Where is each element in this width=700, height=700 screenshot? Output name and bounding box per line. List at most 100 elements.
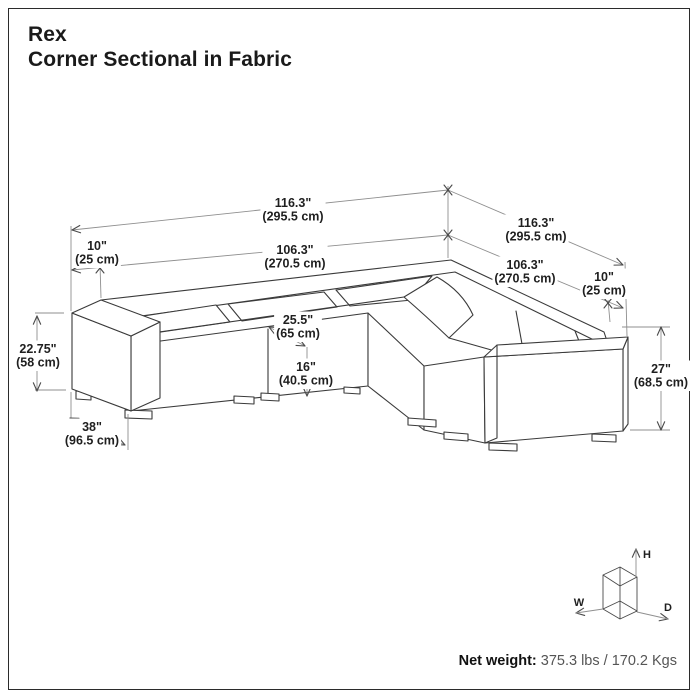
dimension-label-arm-height: 22.75"(58 cm) xyxy=(14,340,62,371)
extension-line xyxy=(99,263,102,299)
mark-stroke xyxy=(616,257,624,266)
seat-junction-right xyxy=(448,337,496,352)
label-backing xyxy=(14,340,62,371)
mark-stroke xyxy=(71,229,82,234)
corner-cushion xyxy=(403,276,474,339)
dimension-value-cm: (68.5 cm) xyxy=(634,376,688,390)
dimension-value-inches: 116.3" xyxy=(518,216,555,230)
width-axis-label: W xyxy=(574,597,585,609)
mark-stroke xyxy=(36,382,42,392)
depth-axis-label: D xyxy=(664,602,672,614)
right-arm-front-face xyxy=(483,348,624,444)
dimension-labels: 116.3"(295.5 cm)116.3"(295.5 cm)10"(25 c… xyxy=(14,194,691,449)
mark-stroke xyxy=(616,300,624,309)
sofa-leg xyxy=(443,431,469,442)
dimension-line-overall-left xyxy=(71,189,449,231)
mark-stroke xyxy=(32,315,38,325)
dimension-value-cm: (58 cm) xyxy=(16,356,60,370)
mark-stroke xyxy=(656,326,662,336)
mark-stroke xyxy=(656,421,662,431)
sofa-leg xyxy=(343,386,361,395)
mark-stroke xyxy=(443,184,453,196)
dimension-label-overall-depth: 38"(96.5 cm) xyxy=(62,418,122,449)
mark-stroke xyxy=(575,607,585,614)
dimension-value-cm: (25 cm) xyxy=(582,284,626,298)
sofa-leg xyxy=(260,392,280,402)
dimension-value-cm: (40.5 cm) xyxy=(279,374,333,388)
mark-stroke xyxy=(268,326,276,335)
dimension-value-inches: 22.75" xyxy=(19,342,56,356)
dimension-value-cm: (295.5 cm) xyxy=(262,210,323,224)
mark-stroke xyxy=(575,612,586,616)
front-face-right-run xyxy=(423,356,486,444)
dimension-value-inches: 116.3" xyxy=(275,196,312,210)
mark-stroke xyxy=(306,387,312,397)
dimension-label-seat-depth: 25.5"(65 cm) xyxy=(274,311,322,342)
dimension-value-inches: 106.3" xyxy=(506,258,543,272)
dimension-line-interior-left xyxy=(71,234,449,271)
right-arm xyxy=(483,336,629,444)
label-backing xyxy=(276,358,336,389)
dimension-label-overall-left: 116.3"(295.5 cm) xyxy=(260,194,326,225)
left-arm xyxy=(71,299,161,420)
mark-stroke xyxy=(660,421,666,431)
sofa-drawing xyxy=(71,259,629,452)
height-axis-label: H xyxy=(643,549,651,561)
dimension-value-inches: 27" xyxy=(651,362,671,376)
depth-axis xyxy=(636,611,669,620)
dimension-label-overall-right: 116.3"(295.5 cm) xyxy=(503,214,569,245)
right-arm-inner-seam xyxy=(484,344,498,444)
mark-stroke xyxy=(603,297,613,309)
mark-stroke xyxy=(660,326,666,336)
dimension-value-inches: 16" xyxy=(296,360,316,374)
left-arm-inner-face xyxy=(130,321,161,412)
dimension-value-cm: (25 cm) xyxy=(75,253,119,267)
width-axis xyxy=(575,608,604,614)
sofa-leg xyxy=(233,395,255,405)
left-arm-leg xyxy=(124,409,153,420)
label-backing xyxy=(73,237,121,268)
dimension-value-inches: 10" xyxy=(594,270,614,284)
mark-stroke xyxy=(71,224,81,231)
sofa-leg xyxy=(591,433,617,443)
label-backing xyxy=(274,311,322,342)
label-backing xyxy=(631,360,691,391)
sofa-leg xyxy=(488,442,518,452)
mark-stroke xyxy=(36,315,42,325)
net-weight: Net weight: 375.3 lbs / 170.2 Kgs xyxy=(459,653,677,669)
mark-stroke xyxy=(635,548,641,558)
label-backing xyxy=(503,214,569,245)
orientation-cube-legend: H W D xyxy=(574,549,672,620)
product-name: Rex xyxy=(28,23,67,46)
right-arm-side-cap xyxy=(622,336,629,432)
dimension-value-inches: 10" xyxy=(87,239,107,253)
dimension-value-inches: 106.3" xyxy=(276,243,313,257)
page-border xyxy=(8,8,690,690)
label-backing xyxy=(260,194,326,225)
right-arm-top-face xyxy=(483,336,629,358)
dimension-value-cm: (65 cm) xyxy=(276,327,320,341)
label-backing xyxy=(262,241,328,272)
dimension-label-arm-width-left: 10"(25 cm) xyxy=(73,237,121,268)
net-weight-value: 375.3 lbs / 170.2 Kgs xyxy=(536,653,677,669)
mark-stroke xyxy=(302,387,308,397)
dimension-value-cm: (270.5 cm) xyxy=(264,257,325,271)
mark-stroke xyxy=(631,548,637,558)
mark-stroke xyxy=(295,344,306,347)
page-title: Rex Corner Sectional in Fabric xyxy=(28,22,292,72)
left-arm-top-face xyxy=(71,299,161,337)
dimension-value-cm: (270.5 cm) xyxy=(494,272,555,286)
arrowheads-and-ticks xyxy=(32,184,669,622)
mark-stroke xyxy=(32,382,38,392)
label-backing xyxy=(62,418,122,449)
dimension-label-overall-height: 27"(68.5 cm) xyxy=(631,360,691,391)
dimension-value-cm: (96.5 cm) xyxy=(65,434,119,448)
mark-stroke xyxy=(71,269,82,274)
net-weight-label: Net weight: xyxy=(458,653,537,669)
back-cushion-seam xyxy=(574,330,580,342)
cube-icon xyxy=(602,566,638,620)
mark-stroke xyxy=(658,618,669,622)
product-line: Corner Sectional in Fabric xyxy=(28,48,292,71)
